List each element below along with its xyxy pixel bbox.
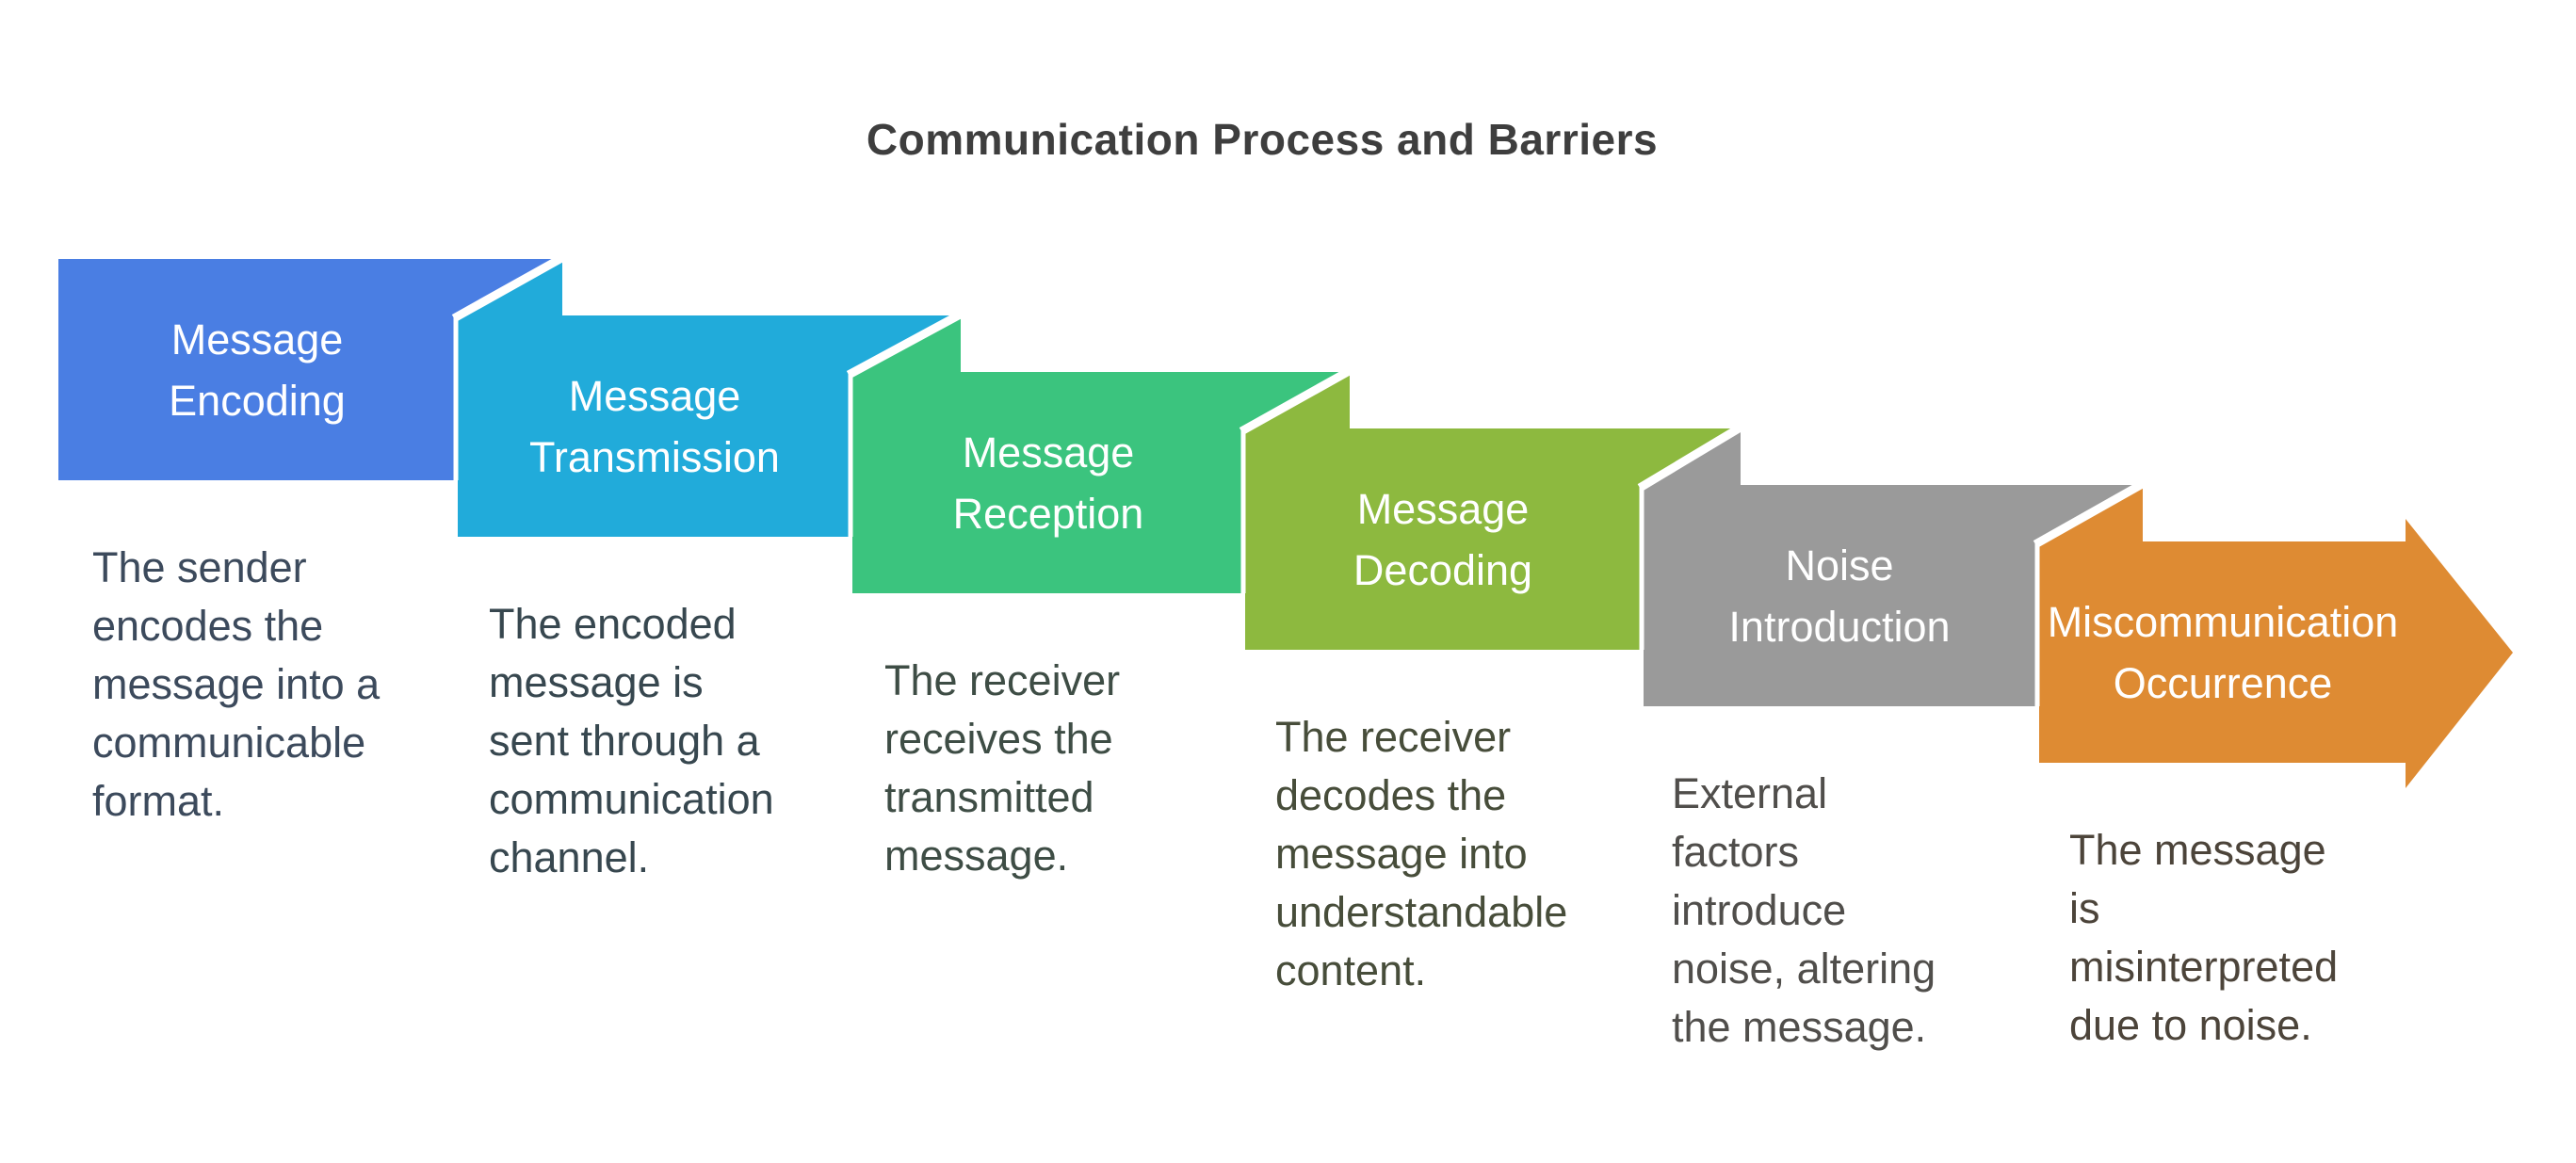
fold-separator-4 — [1239, 365, 1355, 435]
step-label-miscommunication-occurrence: Miscommunication Occurrence — [2047, 597, 2399, 707]
step-description-6: The message is misinterpreted due to noi… — [2069, 826, 2339, 1049]
fold-separator-2 — [451, 252, 568, 322]
step-label-message-transmission: Message Transmission — [529, 371, 780, 481]
step-shape-6 — [2033, 478, 2513, 788]
step-label-message-decoding: Message Decoding — [1353, 484, 1533, 594]
step-description-5: External factors introduce noise, alteri… — [1672, 769, 1936, 1051]
step-label-message-encoding: Message Encoding — [169, 315, 346, 425]
step-description-1: The sender encodes the message into a co… — [92, 543, 381, 825]
diagram-title: Communication Process and Barriers — [866, 115, 1659, 164]
step-label-message-reception: Message Reception — [952, 428, 1144, 538]
fold-separator-3 — [846, 309, 966, 379]
fold-separator-6 — [2033, 478, 2148, 548]
fold-separator-5 — [1637, 422, 1746, 492]
arrow-shape — [2039, 519, 2513, 788]
step-description-3: The receiver receives the transmitted me… — [884, 656, 1121, 880]
step-label-noise-introduction: Noise Introduction — [1728, 541, 1951, 651]
step-description-2: The encoded message is sent through a co… — [489, 600, 774, 881]
step-description-4: The receiver decodes the message into un… — [1275, 713, 1568, 994]
